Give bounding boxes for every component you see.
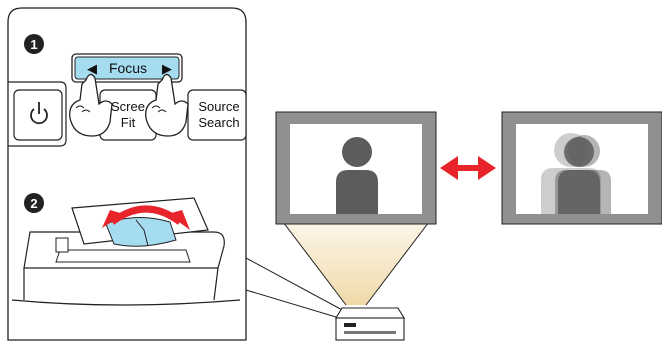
focus-button[interactable]: ◀ Focus ▶	[71, 53, 183, 83]
sharp-person-silhouette	[336, 137, 378, 214]
source-search-label-line1: Source	[198, 99, 239, 114]
projection-beam	[279, 217, 433, 306]
zoom-lever[interactable]	[55, 237, 69, 253]
focus-left-arrow[interactable]: ◀	[87, 61, 97, 76]
focus-ring[interactable]	[105, 216, 177, 247]
focus-label: Focus	[109, 60, 147, 76]
source-search-label-line2: Search	[198, 115, 239, 130]
double-arrow-icon	[440, 156, 496, 180]
right-pointing-hand-icon	[145, 73, 189, 137]
step-1-marker: 1	[24, 34, 44, 54]
leader-line-top	[245, 257, 347, 313]
focus-right-arrow[interactable]: ▶	[162, 61, 172, 76]
step-1-number: 1	[30, 37, 37, 52]
projector-icon	[335, 307, 405, 341]
left-pointing-hand-icon	[69, 73, 113, 137]
screen-fit-label-line1: Scree	[111, 99, 145, 114]
screen-fit-label-line2: Fit	[121, 115, 136, 130]
sharp-screen	[275, 111, 437, 225]
rotate-arrow-icon	[102, 205, 190, 230]
source-search-button[interactable]: Source Search	[187, 89, 247, 141]
focus-ring-illustration	[11, 197, 241, 306]
power-icon	[30, 102, 48, 125]
leader-line-bottom	[245, 289, 347, 321]
power-button[interactable]	[13, 89, 63, 141]
control-panel: ◀ Focus ▶ Scree Fit Source Search	[8, 53, 247, 147]
step-2-number: 2	[30, 196, 37, 211]
blurred-screen	[501, 111, 662, 225]
blurred-person-silhouette	[541, 133, 611, 214]
step-2-marker: 2	[24, 193, 44, 213]
